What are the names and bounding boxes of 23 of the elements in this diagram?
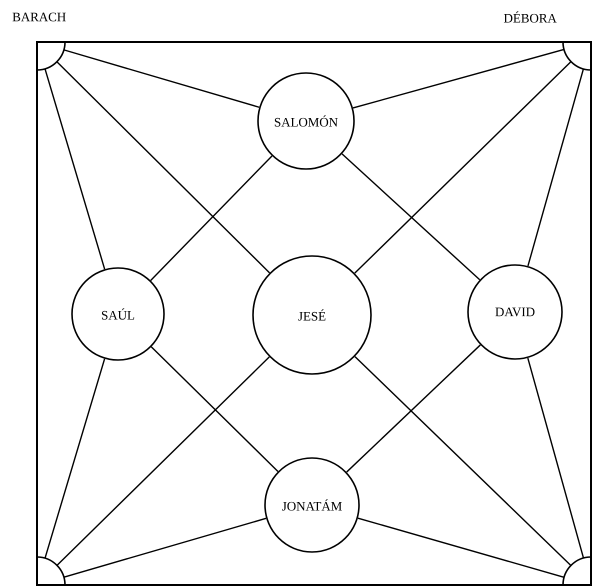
connector-line — [527, 358, 584, 558]
connector-line — [527, 68, 584, 266]
connector-line — [358, 518, 564, 578]
frame — [36, 41, 592, 586]
corner-arc — [36, 556, 66, 586]
connector-line — [354, 61, 572, 274]
connector-line — [64, 518, 266, 578]
connector-line — [346, 344, 481, 473]
corner-arc — [562, 42, 592, 71]
connector-line — [44, 358, 106, 558]
corner-arc — [562, 556, 592, 586]
connector-line — [354, 356, 572, 566]
name-label: DÉBORA — [504, 11, 557, 23]
connector-line — [352, 48, 564, 109]
connector-line — [56, 356, 270, 566]
connector-line — [44, 68, 106, 270]
connector-line — [64, 49, 260, 108]
connector-line — [150, 155, 272, 281]
connector-line — [342, 153, 480, 280]
connector-line — [56, 61, 270, 274]
connector-line — [150, 346, 278, 472]
name-label: BARACH — [12, 12, 66, 22]
corner-arc — [36, 42, 66, 71]
